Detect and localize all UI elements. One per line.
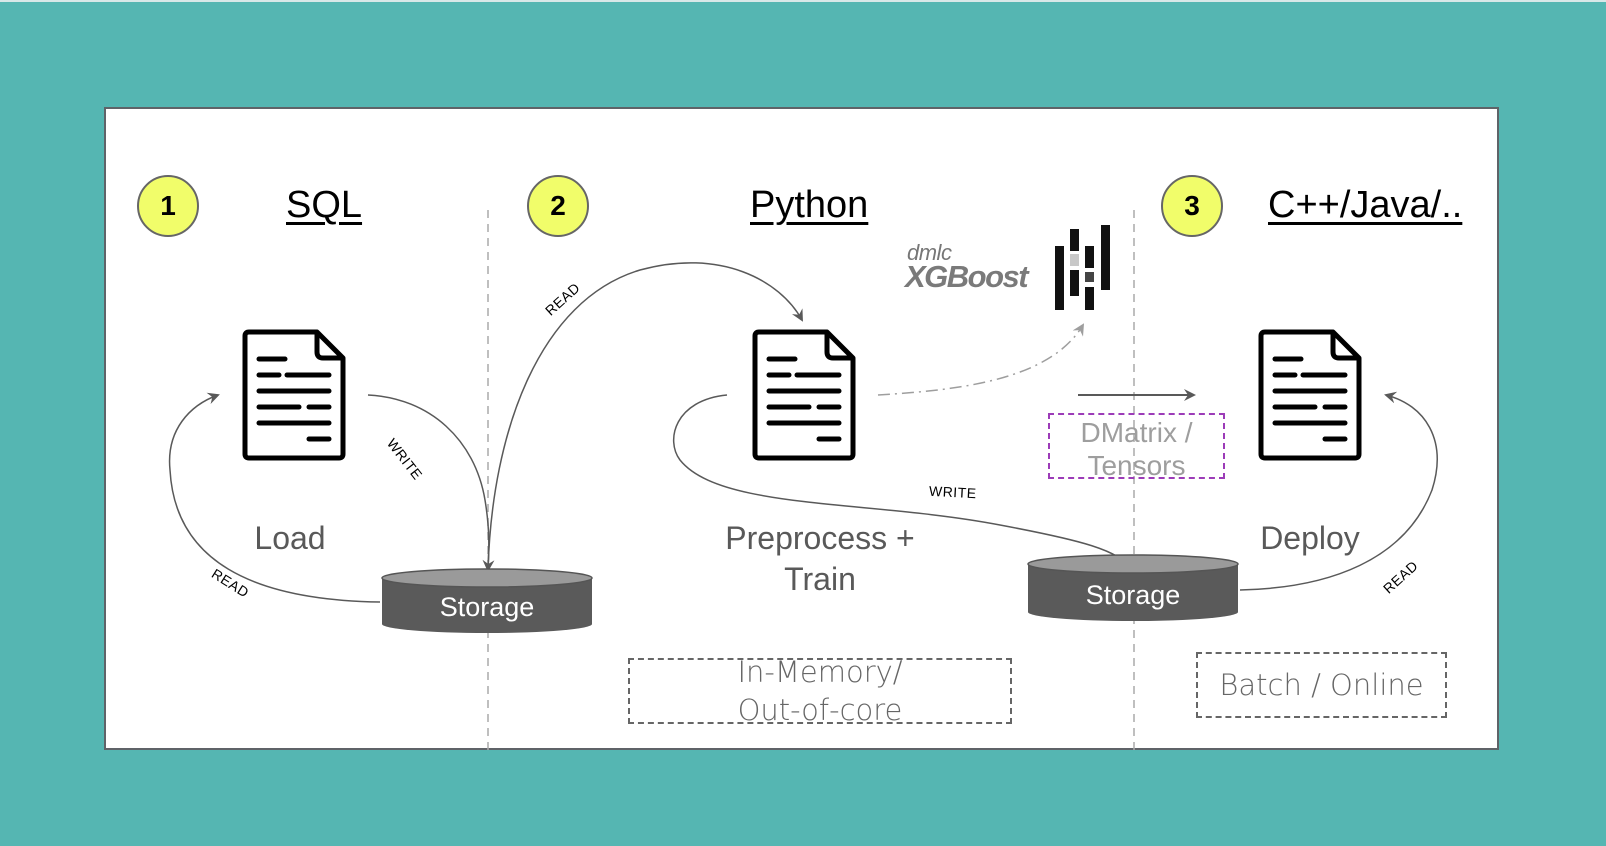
arrow-stage2-read bbox=[487, 262, 803, 571]
stage-3-number: 3 bbox=[1184, 190, 1200, 221]
arrow-stage3-read bbox=[1239, 391, 1438, 591]
document-icon bbox=[1261, 332, 1359, 458]
arrow-stage2-write bbox=[672, 394, 1134, 572]
xgboost-logo-prefix: dmlc bbox=[907, 240, 952, 265]
stage-1-heading: SQL bbox=[286, 184, 363, 226]
storage-2-label: Storage bbox=[1085, 580, 1181, 610]
stage-3-heading: C++/Java/.. bbox=[1268, 184, 1463, 226]
document-icon bbox=[245, 332, 343, 458]
arrow-to-xgboost bbox=[877, 323, 1085, 396]
stage-2-badge: 2 bbox=[527, 175, 589, 237]
stage-1-badge: 1 bbox=[137, 175, 199, 237]
memory-mode-line2: Out-of-core bbox=[737, 693, 903, 727]
database-icon bbox=[1027, 554, 1239, 621]
stage-1-label: Load bbox=[254, 520, 326, 556]
data-format-box: DMatrix / Tensors bbox=[1048, 413, 1225, 481]
stage-2-write-label: WRITE bbox=[928, 482, 977, 502]
stage-1-number: 1 bbox=[160, 190, 176, 221]
stage-2-label: Preprocess + Train bbox=[700, 518, 940, 600]
top-border bbox=[0, 0, 1606, 2]
stage-2-label-line1: Preprocess + bbox=[725, 520, 915, 556]
xgboost-logo-name: XGBoost bbox=[905, 259, 1029, 294]
memory-mode-box: In-Memory/ Out-of-core bbox=[628, 655, 1012, 727]
stage-3-badge: 3 bbox=[1161, 175, 1223, 237]
deploy-mode-box: Batch / Online bbox=[1196, 652, 1447, 718]
data-format-line1: DMatrix / bbox=[1080, 417, 1193, 448]
stage-2-label-line2: Train bbox=[784, 561, 856, 597]
xgboost-logo-icon bbox=[1055, 225, 1110, 310]
document-icon bbox=[755, 332, 853, 458]
data-format-line2: Tensors bbox=[1087, 450, 1186, 481]
arrow-stage1-read bbox=[168, 392, 381, 603]
stage-2-heading: Python bbox=[750, 184, 869, 226]
memory-mode-line1: In-Memory/ bbox=[737, 655, 903, 689]
stage-3-label: Deploy bbox=[1260, 520, 1360, 556]
arrow-stage1-write bbox=[367, 394, 495, 572]
deploy-mode-text: Batch / Online bbox=[1219, 668, 1424, 702]
storage-1-label: Storage bbox=[439, 592, 535, 622]
database-icon bbox=[381, 568, 593, 633]
stage-2-number: 2 bbox=[550, 190, 566, 221]
